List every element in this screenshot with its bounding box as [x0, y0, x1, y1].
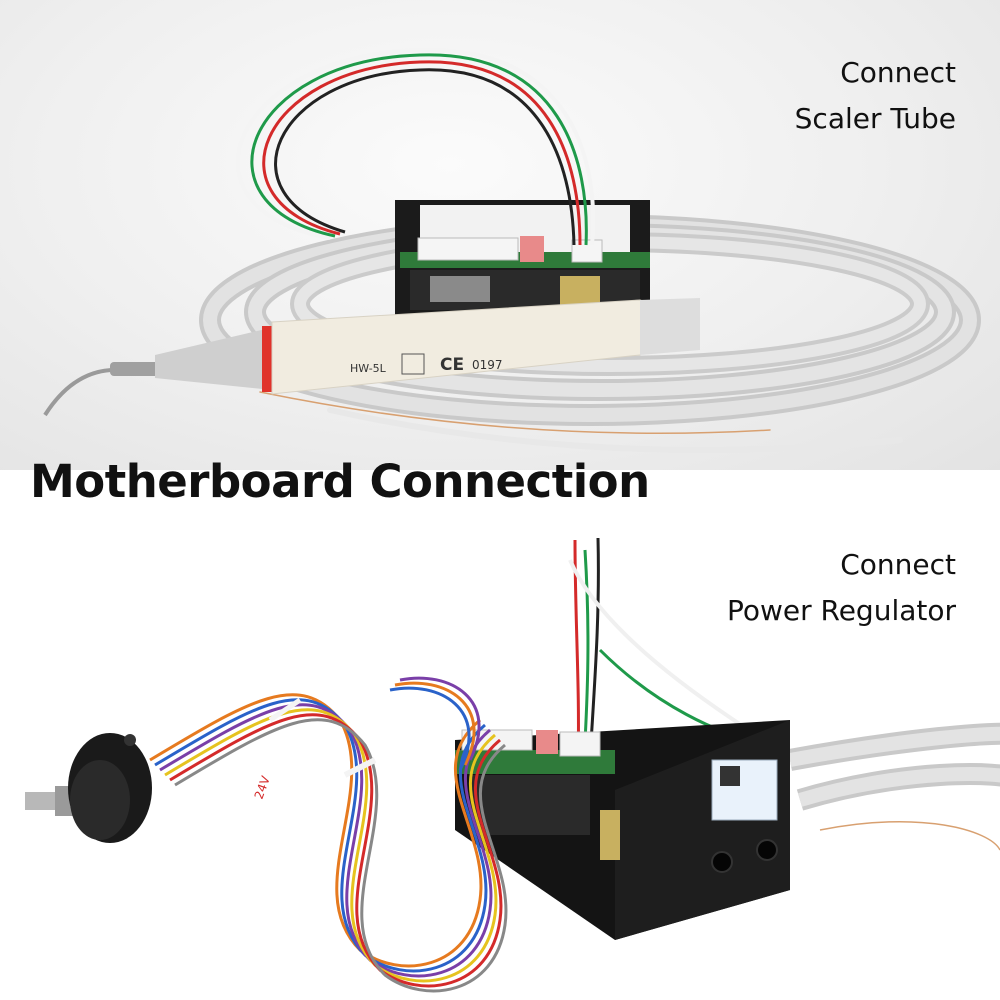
top-caption-line1: Connect: [840, 56, 956, 89]
bottom-panel: 24V Connect Power Regulator: [0, 470, 1000, 1000]
regulator-cable-bundle: [149, 676, 508, 993]
scaler-tube-photo: HW-5L CE 0197: [43, 47, 981, 453]
top-panel: HW-5L CE 0197 Connect Scaler Tube: [0, 0, 1000, 470]
handpiece-model: HW-5L: [350, 362, 387, 375]
scaler-wires: [235, 47, 596, 246]
bottom-caption-line1: Connect: [840, 548, 956, 581]
power-regulator-photo: 24V: [25, 537, 1000, 993]
scaler-handpiece: HW-5L CE 0197: [43, 298, 700, 417]
page-title: Motherboard Connection: [30, 455, 650, 508]
scaler-tube-caption: Connect Scaler Tube: [795, 50, 956, 142]
motherboard-box: [395, 200, 650, 315]
top-caption-line2: Scaler Tube: [794, 102, 956, 135]
power-regulator-knob: [25, 733, 152, 843]
coiled-hose-right: [788, 722, 1000, 851]
power-regulator-caption: Connect Power Regulator: [727, 542, 956, 634]
ce-mark: CE: [440, 355, 464, 375]
voltage-label: 24V: [252, 773, 273, 801]
ce-code: 0197: [472, 358, 503, 372]
bottom-caption-line2: Power Regulator: [726, 594, 956, 627]
regulator-box: [455, 720, 790, 940]
